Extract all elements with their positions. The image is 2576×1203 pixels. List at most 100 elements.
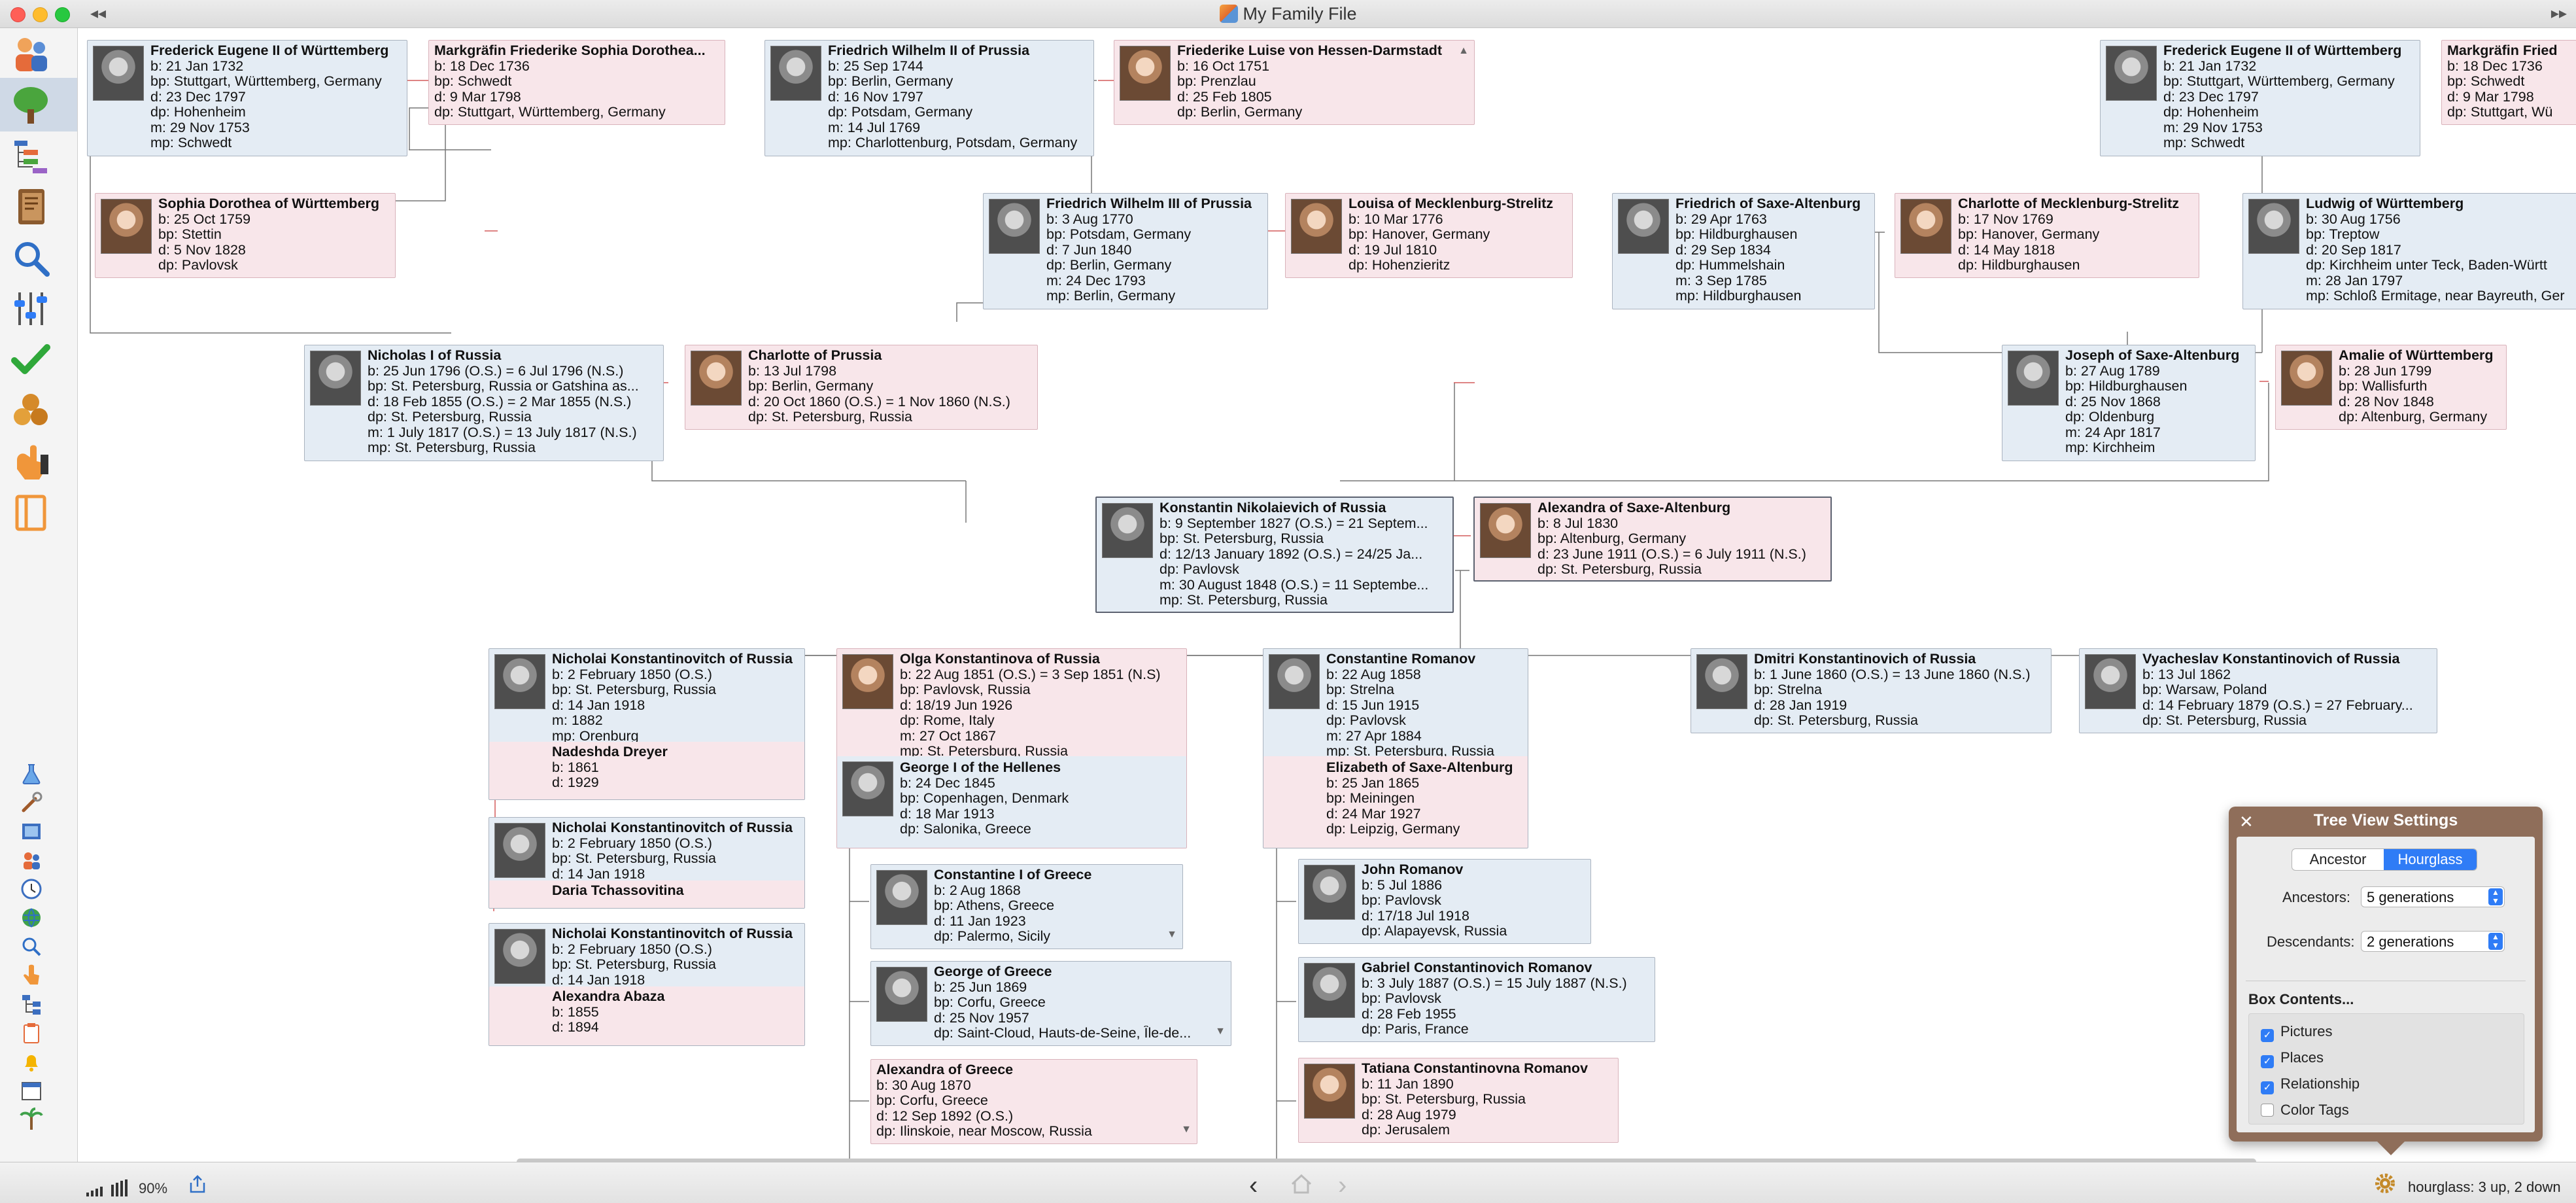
mode-hourglass-button[interactable]: Hourglass	[2384, 849, 2477, 870]
person-detail-line: b: 21 Jan 1732	[150, 58, 244, 74]
close-icon[interactable]: ✕	[2239, 812, 2254, 831]
person-detail-line: bp: Stettin	[158, 227, 222, 242]
home-icon[interactable]	[1288, 1171, 1314, 1197]
window-minimize-button[interactable]	[33, 7, 48, 22]
collapse-panel-icon[interactable]: ▸▸	[2550, 5, 2567, 22]
bell-icon[interactable]	[20, 1050, 43, 1073]
person-detail-line: bp: St. Petersburg, Russia	[552, 851, 716, 866]
bottom-bar	[0, 1162, 2576, 1203]
signal-bars-icon	[86, 1179, 128, 1196]
search-view-icon[interactable]	[9, 236, 52, 279]
person-detail-line: d: 29 Sep 1834	[1675, 242, 1771, 258]
person-detail-line: d: 14 May 1818	[1958, 242, 2055, 258]
people-list-icon[interactable]	[20, 848, 43, 872]
search-small-icon[interactable]	[20, 935, 43, 958]
branch-chart-icon[interactable]	[20, 992, 43, 1016]
flask-icon[interactable]	[20, 762, 43, 786]
palm-tree-icon[interactable]	[20, 1107, 43, 1131]
color-tags-checkbox[interactable]: Color Tags	[2261, 1102, 2349, 1119]
person-detail-line: d: 25 Nov 1868	[2065, 394, 2161, 410]
forward-button[interactable]: ›	[1338, 1171, 1347, 1200]
book-view-icon[interactable]	[9, 185, 52, 228]
person-detail-line: bp: Pavlovsk	[1362, 893, 1441, 908]
person-name: Olga Konstantinova of Russia	[900, 652, 1100, 667]
collapse-sidebar-icon[interactable]: ◂◂	[90, 5, 107, 22]
scroll-down-icon[interactable]: ▼	[1181, 1123, 1192, 1135]
person-detail-line: bp: St. Petersburg, Russia	[552, 682, 716, 697]
media-icon[interactable]	[20, 820, 43, 843]
hand-pointer-icon[interactable]	[20, 964, 43, 987]
person-name: Frederick Eugene II of Württemberg	[150, 43, 389, 58]
descendants-select[interactable]: 2 generations▲▼	[2361, 931, 2505, 952]
person-detail-line: dp: Jerusalem	[1362, 1123, 1451, 1138]
back-button[interactable]: ‹	[1249, 1171, 1258, 1200]
chart-view-icon[interactable]	[9, 134, 52, 177]
people-view-icon[interactable]	[9, 32, 52, 75]
window-zoom-button[interactable]	[55, 7, 70, 22]
ancestors-select[interactable]: 5 generations▲▼	[2361, 886, 2505, 907]
tree-view-icon[interactable]	[9, 83, 52, 126]
popover-arrow	[2377, 1141, 2405, 1155]
tools-icon[interactable]	[20, 791, 43, 814]
relationship-checkbox[interactable]: ✓Relationship	[2261, 1075, 2360, 1094]
mode-ancestor-button[interactable]: Ancestor	[2309, 851, 2367, 867]
person-card-friederike-sophia-dorothea[interactable]: Markgräfin Friederike Sophia Dorothea...…	[428, 40, 725, 125]
tasks-view-icon[interactable]	[9, 338, 52, 381]
person-detail-line: d: 28 Jan 1919	[1754, 697, 1847, 713]
window-close-button[interactable]	[10, 7, 26, 22]
places-checkbox[interactable]: ✓Places	[2261, 1049, 2324, 1068]
person-detail-line: m: 3 Sep 1785	[1675, 273, 1767, 288]
pictures-checkbox[interactable]: ✓Pictures	[2261, 1023, 2332, 1042]
clipboard-icon[interactable]	[20, 1021, 43, 1045]
scroll-down-icon[interactable]: ▼	[1215, 1025, 1226, 1037]
calendar-icon[interactable]	[20, 1079, 43, 1102]
share-icon[interactable]	[187, 1174, 208, 1194]
zoom-level[interactable]: 90%	[139, 1180, 168, 1196]
hints-view-icon[interactable]	[9, 440, 52, 483]
edit-view-icon[interactable]	[9, 287, 52, 330]
person-detail-line: mp: Schwedt	[150, 135, 232, 150]
side-panel-icon[interactable]	[9, 491, 52, 534]
person-detail-line: dp: St. Petersburg, Russia	[1537, 562, 1702, 577]
person-detail-line: dp: Saint-Cloud, Hauts-de-Seine, Île-de.…	[934, 1026, 1192, 1041]
scroll-down-icon[interactable]: ▼	[1167, 928, 1177, 940]
clock-icon[interactable]	[20, 877, 43, 901]
person-name: Gabriel Constantinovich Romanov	[1362, 960, 1592, 975]
globe-icon[interactable]	[20, 906, 43, 930]
gear-icon[interactable]	[2374, 1172, 2396, 1194]
dna-view-icon[interactable]	[9, 389, 52, 432]
scroll-up-icon[interactable]: ▲	[1458, 45, 1469, 56]
